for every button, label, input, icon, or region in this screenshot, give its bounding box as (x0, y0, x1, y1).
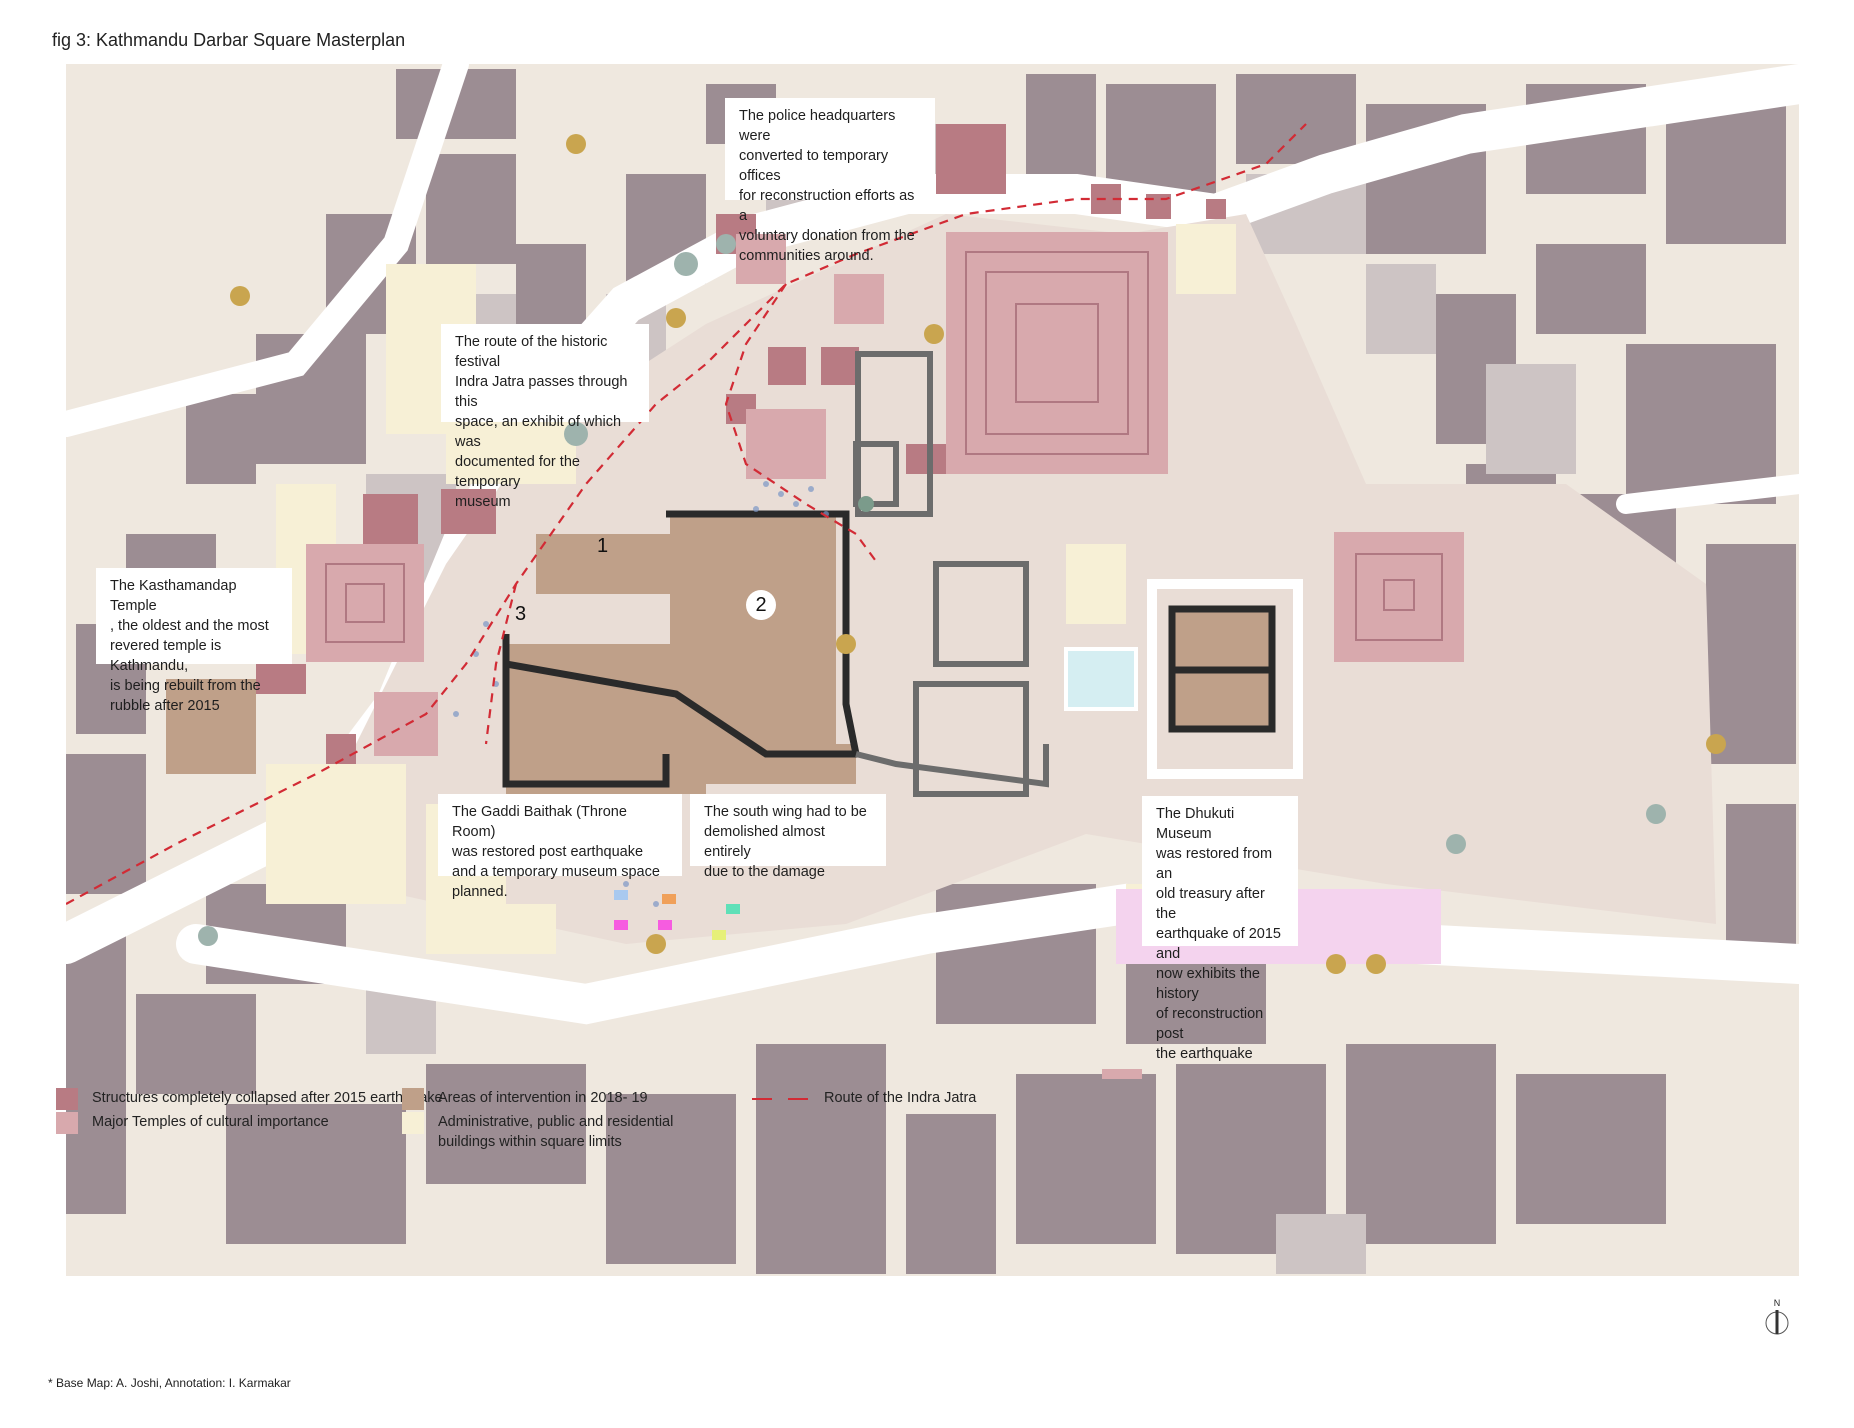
temple-plinth-lines (325, 251, 1443, 643)
indra-jatra-route-branch (724, 283, 879, 565)
legend-label-route: Route of the Indra Jatra (824, 1090, 977, 1106)
legend-label-collapsed: Structures completely collapsed after 20… (92, 1090, 443, 1106)
callout-south-wing: The south wing had to be demolished almo… (690, 794, 886, 880)
callout-police-headquarters: The police headquarters were converted t… (725, 98, 935, 264)
market-stalls (614, 890, 740, 940)
legend-label-admin: Administrative, public and residential b… (438, 1114, 674, 1150)
callout-kasthamandap: The Kasthamandap Temple , the oldest and… (96, 568, 292, 714)
north-label: N (1773, 1298, 1781, 1308)
legend-route: Route of the Indra Jatra (752, 1088, 976, 1108)
base-map-credit: * Base Map: A. Joshi, Annotation: I. Kar… (48, 1376, 291, 1390)
callout-dhukuti-museum: The Dhukuti Museum was restored from an … (1142, 796, 1298, 1062)
legend-swatch-major-temples (56, 1112, 78, 1134)
masterplan-map (66, 64, 1799, 1276)
north-arrow-icon: N (1762, 1298, 1792, 1342)
palace-grey-walls (853, 351, 1049, 797)
marker-1: 1 (597, 535, 609, 557)
figure-title: fig 3: Kathmandu Darbar Square Masterpla… (52, 30, 406, 50)
legend-intervention: Areas of intervention in 2018- 19 (402, 1088, 648, 1110)
legend-swatch-admin (402, 1112, 424, 1134)
compass-icon (1765, 1310, 1789, 1335)
dhukuti-compound (1147, 579, 1303, 779)
legend-swatch-collapsed (56, 1088, 78, 1110)
callout-gaddi-baithak: The Gaddi Baithak (Throne Room) was rest… (438, 794, 682, 900)
marker-3: 3 (515, 603, 527, 625)
legend-admin: Administrative, public and residential b… (402, 1112, 673, 1152)
trees (198, 134, 1726, 974)
legend-major-temples: Major Temples of cultural importance (56, 1112, 329, 1134)
base-map-drawing (66, 64, 1799, 1276)
legend-swatch-intervention (402, 1088, 424, 1110)
legend-label-intervention: Areas of intervention in 2018- 19 (438, 1090, 648, 1106)
legend-collapsed: Structures completely collapsed after 20… (56, 1088, 443, 1110)
indra-jatra-route-branch-south (484, 583, 518, 745)
marker-2: 2 (746, 590, 776, 620)
legend-label-major-temples: Major Temples of cultural importance (92, 1114, 329, 1130)
legend-swatch-route (752, 1088, 810, 1108)
pond (1064, 647, 1138, 711)
callout-indra-jatra: The route of the historic festival Indra… (441, 324, 649, 510)
